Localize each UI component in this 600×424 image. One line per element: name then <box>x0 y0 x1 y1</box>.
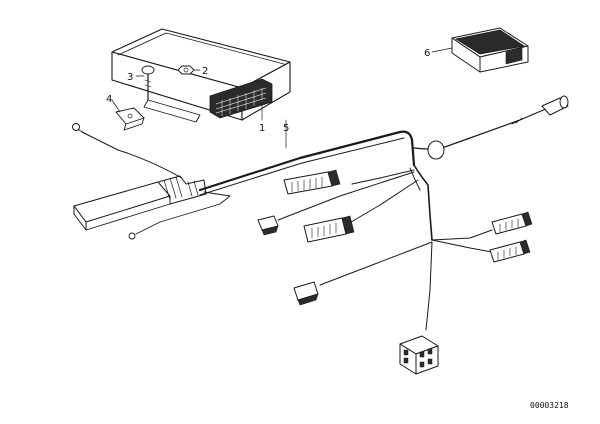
callout-3: 3 <box>127 72 133 83</box>
nut[interactable] <box>177 65 195 75</box>
connector-d[interactable] <box>491 211 533 235</box>
leader-lines <box>111 47 453 149</box>
relay-module[interactable] <box>451 27 529 73</box>
callout-6: 6 <box>424 48 430 59</box>
callout-5: 5 <box>283 123 289 134</box>
callout-1: 1 <box>259 123 265 134</box>
connector-a[interactable] <box>283 169 341 195</box>
callout-4: 4 <box>106 94 112 105</box>
callout-2: 2 <box>202 66 208 77</box>
bracket[interactable] <box>115 107 145 131</box>
document-number: 00003218 <box>530 401 569 410</box>
relay-socket[interactable] <box>399 335 439 375</box>
connector-b[interactable] <box>257 215 279 236</box>
screw[interactable] <box>141 65 155 101</box>
connector-f[interactable] <box>293 281 319 306</box>
control-unit[interactable] <box>111 28 291 123</box>
connector-c[interactable] <box>303 215 355 243</box>
wiring-harness[interactable] <box>72 95 569 331</box>
connector-e[interactable] <box>489 239 531 263</box>
